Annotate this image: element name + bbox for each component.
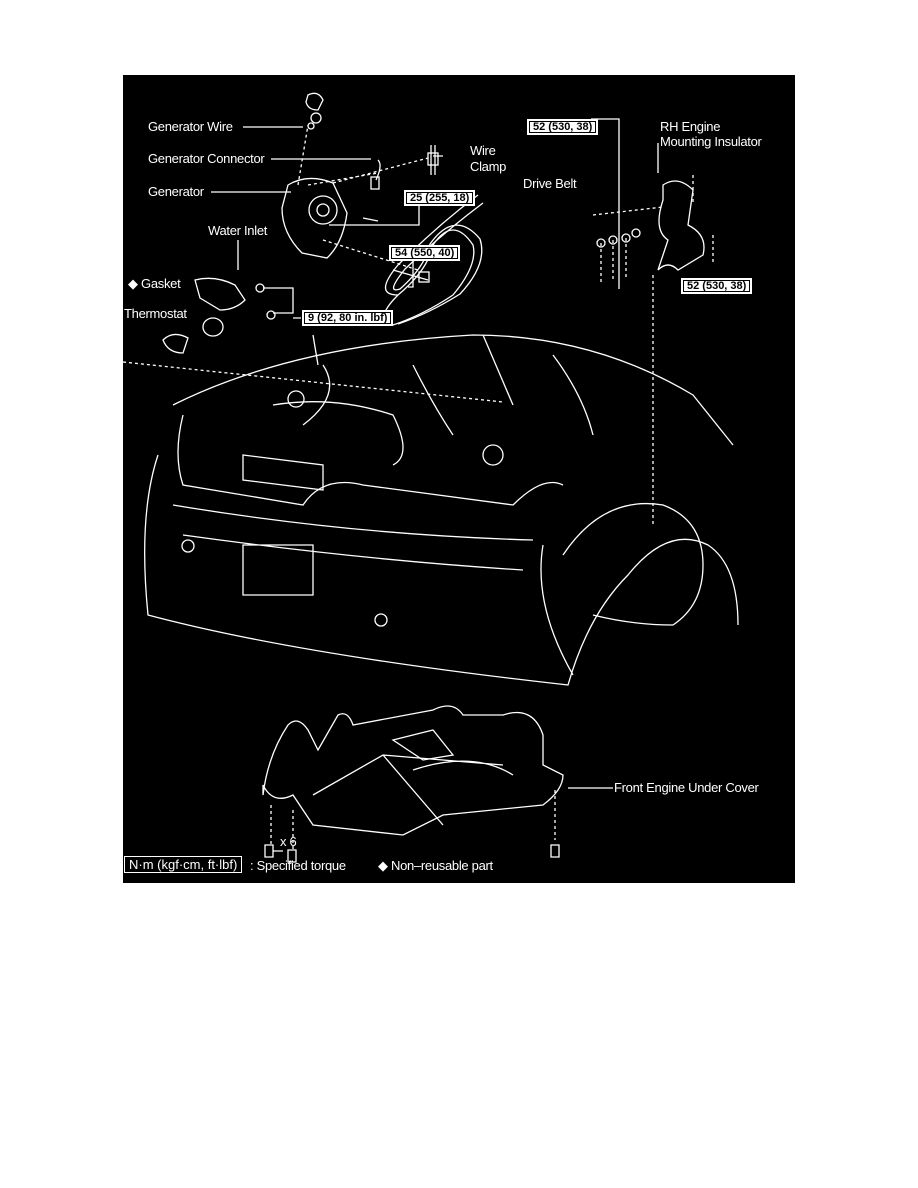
legend-unit-desc: : Specified torque xyxy=(250,858,346,873)
car-drawing xyxy=(144,334,739,686)
torque-water-inlet: 9 (92, 80 in. lbf) xyxy=(302,310,394,326)
torque-mount-bottom: 52 (530, 38) xyxy=(681,278,753,294)
torque-generator-upper: 25 (255, 18) xyxy=(404,190,476,206)
label-gasket: ◆ Gasket xyxy=(128,276,181,291)
label-drive-belt: Drive Belt xyxy=(523,176,577,191)
label-generator-connector: Generator Connector xyxy=(148,151,265,166)
label-thermostat: Thermostat xyxy=(124,306,187,321)
engine-mount-drawing xyxy=(592,175,714,525)
label-bolt-count: x 6 xyxy=(280,834,297,849)
generator-drawing xyxy=(281,92,439,283)
label-rh-mount-2: Mounting Insulator xyxy=(660,134,762,149)
label-generator: Generator xyxy=(148,184,204,199)
service-diagram: Generator Wire Generator Connector Gener… xyxy=(123,75,795,883)
label-wire-clamp-2: Clamp xyxy=(470,159,507,174)
water-inlet-drawing xyxy=(123,277,504,403)
label-water-inlet: Water Inlet xyxy=(208,223,268,238)
leader-lines xyxy=(211,118,659,319)
label-front-under-cover: Front Engine Under Cover xyxy=(614,780,759,795)
label-rh-mount-1: RH Engine xyxy=(660,119,721,134)
torque-mount-top: 52 (530, 38) xyxy=(527,119,599,135)
label-generator-wire: Generator Wire xyxy=(148,119,233,134)
drive-belt-drawing xyxy=(383,194,484,326)
torque-generator-lower: 54 (550, 40) xyxy=(389,245,461,261)
diagram-artwork xyxy=(123,92,739,863)
label-wire-clamp-1: Wire xyxy=(470,143,496,158)
under-cover-drawing xyxy=(262,705,613,863)
legend-unit-box: N·m (kgf·cm, ft·lbf) xyxy=(124,856,243,873)
legend-nonreusable: ◆ Non–reusable part xyxy=(378,858,493,873)
